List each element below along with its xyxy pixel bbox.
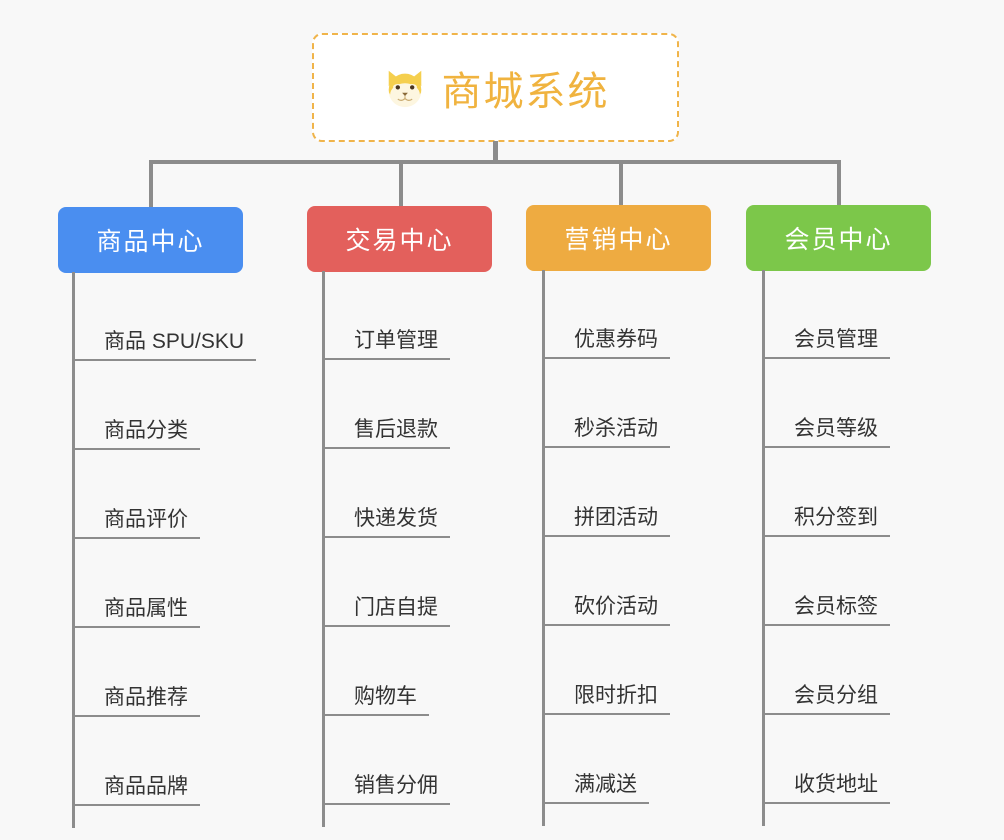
- category-title-3: 营销中心: [564, 226, 673, 254]
- leaf-label: 售后退款: [322, 418, 450, 449]
- connector-drop-3: [619, 160, 623, 207]
- leaf-item[interactable]: 购物车: [322, 627, 429, 716]
- leaf-item[interactable]: 商品属性: [72, 539, 200, 628]
- leaf-label: 积分签到: [762, 506, 890, 537]
- leaf-item[interactable]: 快递发货: [322, 449, 450, 538]
- leaf-item[interactable]: 商品评价: [72, 450, 200, 539]
- column-trunk-1: [72, 272, 75, 828]
- leaf-item[interactable]: 会员等级: [762, 359, 890, 448]
- leaf-item[interactable]: 会员标签: [762, 537, 890, 626]
- leaf-item[interactable]: 销售分佣: [322, 716, 450, 805]
- category-box-2[interactable]: 交易中心: [307, 206, 492, 272]
- shiba-dog-face-icon: [382, 65, 428, 111]
- category-title-4: 会员中心: [784, 226, 893, 254]
- leaf-item[interactable]: 售后退款: [322, 360, 450, 449]
- leaf-label: 会员等级: [762, 417, 890, 448]
- leaf-item[interactable]: 商品分类: [72, 361, 200, 450]
- connector-drop-1: [149, 160, 153, 207]
- leaf-label: 订单管理: [322, 329, 450, 360]
- leaf-item[interactable]: 限时折扣: [542, 626, 670, 715]
- leaf-item[interactable]: 会员分组: [762, 626, 890, 715]
- leaf-label: 优惠券码: [542, 328, 670, 359]
- leaf-label: 限时折扣: [542, 684, 670, 715]
- category-box-4[interactable]: 会员中心: [746, 205, 931, 271]
- leaf-item[interactable]: 商品推荐: [72, 628, 200, 717]
- root-node[interactable]: 商城系统: [312, 33, 679, 142]
- leaf-item[interactable]: 会员管理: [762, 270, 890, 359]
- leaf-label: 商品推荐: [72, 686, 200, 717]
- leaf-item[interactable]: 门店自提: [322, 538, 450, 627]
- leaf-item[interactable]: 拼团活动: [542, 448, 670, 537]
- leaf-label: 砍价活动: [542, 595, 670, 626]
- root-title: 商城系统: [441, 69, 610, 114]
- leaf-label: 会员分组: [762, 684, 890, 715]
- leaf-label: 商品品牌: [72, 775, 200, 806]
- leaf-label: 销售分佣: [322, 774, 450, 805]
- leaf-item[interactable]: 商品 SPU/SKU: [72, 272, 257, 361]
- column-trunk-4: [762, 270, 765, 826]
- leaf-item[interactable]: 优惠券码: [542, 270, 670, 359]
- connector-drop-4: [837, 160, 841, 207]
- leaf-label: 商品 SPU/SKU: [72, 330, 257, 361]
- category-title-1: 商品中心: [96, 228, 205, 256]
- leaf-label: 会员管理: [762, 328, 890, 359]
- leaf-label: 门店自提: [322, 596, 450, 627]
- leaf-label: 商品评价: [72, 508, 200, 539]
- leaf-item[interactable]: 收货地址: [762, 715, 890, 804]
- leaf-label: 会员标签: [762, 595, 890, 626]
- leaf-item[interactable]: 满减送: [542, 715, 649, 804]
- category-box-3[interactable]: 营销中心: [526, 205, 711, 271]
- leaf-label: 收货地址: [762, 773, 890, 804]
- leaf-item[interactable]: 商品品牌: [72, 717, 200, 806]
- leaf-item[interactable]: 订单管理: [322, 271, 450, 360]
- connector-root-stem: [493, 141, 498, 164]
- category-title-2: 交易中心: [345, 227, 454, 255]
- leaf-label: 购物车: [322, 685, 429, 716]
- leaf-label: 秒杀活动: [542, 417, 670, 448]
- leaf-label: 快递发货: [322, 507, 450, 538]
- leaf-item[interactable]: 秒杀活动: [542, 359, 670, 448]
- column-trunk-2: [322, 271, 325, 827]
- leaf-item[interactable]: 积分签到: [762, 448, 890, 537]
- connector-horizontal-bus: [149, 160, 841, 164]
- leaf-label: 商品属性: [72, 597, 200, 628]
- leaf-label: 拼团活动: [542, 506, 670, 537]
- leaf-label: 商品分类: [72, 419, 200, 450]
- leaf-label: 满减送: [542, 773, 649, 804]
- category-box-1[interactable]: 商品中心: [58, 207, 243, 273]
- connector-drop-2: [399, 160, 403, 207]
- leaf-item[interactable]: 砍价活动: [542, 537, 670, 626]
- column-trunk-3: [542, 270, 545, 826]
